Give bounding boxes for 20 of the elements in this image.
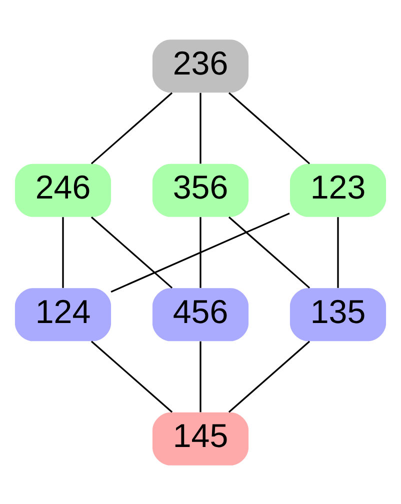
connector — [228, 92, 310, 164]
connector — [90, 216, 173, 288]
node-box: 236 — [152, 39, 249, 92]
connector — [90, 340, 173, 412]
connector — [200, 92, 202, 164]
connector — [200, 340, 202, 412]
node-box: 456 — [152, 288, 249, 341]
connector — [228, 216, 310, 288]
connector — [110, 212, 290, 292]
connector — [228, 340, 310, 412]
node-box: 123 — [290, 163, 386, 216]
connector — [337, 216, 339, 288]
connector — [90, 92, 173, 164]
connector — [62, 216, 64, 288]
connector — [200, 216, 202, 288]
node-box: 135 — [290, 288, 386, 341]
node-box: 145 — [152, 412, 249, 465]
node-box: 246 — [14, 163, 112, 216]
node-box: 124 — [14, 288, 112, 341]
node-box: 356 — [152, 163, 249, 216]
